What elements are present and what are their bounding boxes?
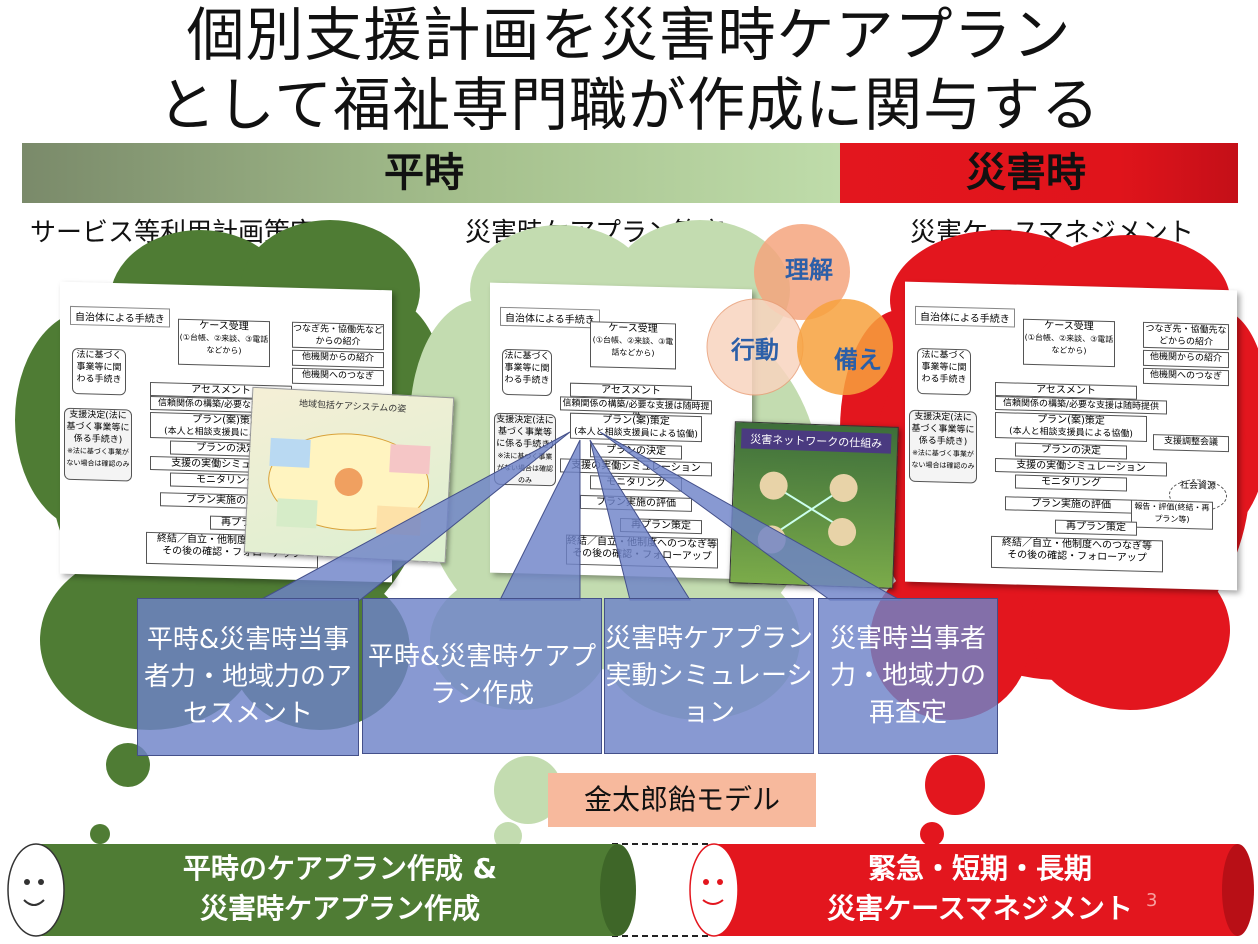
callout-reassessment: 災害時当事者力・地域力の再査定 bbox=[818, 598, 998, 754]
page-number: 3 bbox=[1146, 890, 1158, 911]
cylinder-left-line-1: 平時のケアプラン作成 & bbox=[182, 852, 498, 885]
phase-label-normal: 平時 bbox=[384, 150, 464, 196]
cylinder-right-line-1: 緊急・短期・長期 bbox=[867, 852, 1092, 885]
cylinder-left-text: 平時のケアプラン作成 & 災害時ケアプラン作成 bbox=[80, 849, 600, 929]
callout-plan-creation: 平時&災害時ケアプラン作成 bbox=[362, 598, 602, 754]
cylinder-right-text: 緊急・短期・長期 災害ケースマネジメント bbox=[740, 849, 1220, 929]
venn-action: 行動 bbox=[731, 336, 779, 364]
page-title: 個別支援計画を災害時ケアプラン として福祉専門職が作成に関与する bbox=[0, 0, 1258, 140]
venn-diagram bbox=[706, 224, 893, 396]
cylinders bbox=[7, 843, 1254, 937]
cylinder-left-line-2: 災害時ケアプラン作成 bbox=[199, 892, 480, 925]
callout-simulation: 災害時ケアプラン実動シミュレーション bbox=[604, 598, 814, 754]
phase-bar-disaster: 災害時 bbox=[840, 143, 1238, 203]
community-care-inset: 地域包括ケアシステムの姿 bbox=[243, 386, 455, 564]
venn-understand: 理解 bbox=[785, 256, 833, 284]
phase-label-disaster: 災害時 bbox=[966, 150, 1086, 196]
community-illustration bbox=[268, 433, 431, 536]
venn-prepare: 備え bbox=[834, 346, 882, 374]
title-line-2: として福祉専門職が作成に関与する bbox=[157, 71, 1101, 139]
cylinder-right-line-2: 災害ケースマネジメント bbox=[827, 892, 1133, 925]
model-label: 金太郎飴モデル bbox=[548, 773, 816, 827]
phase-bar-normal: 平時 bbox=[22, 143, 840, 203]
callout-assessment: 平時&災害時当事者力・地域力のアセスメント bbox=[137, 598, 359, 756]
title-line-1: 個別支援計画を災害時ケアプラン bbox=[186, 1, 1072, 69]
